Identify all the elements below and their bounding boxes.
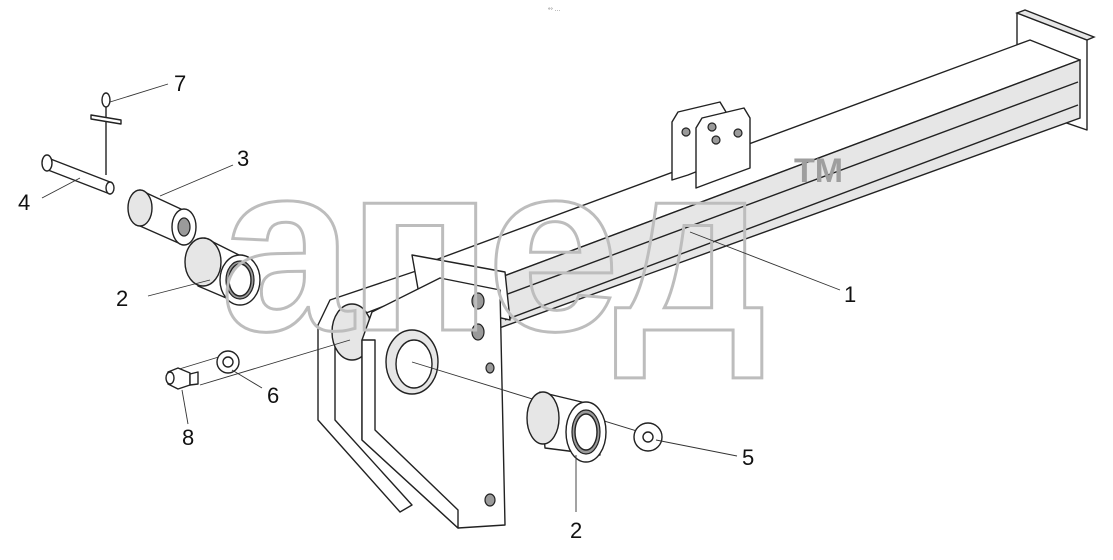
bushing-right: [526, 391, 607, 463]
callout-3: 3: [237, 146, 249, 171]
cotter-pin: [90, 92, 122, 175]
washer-small: [216, 350, 240, 374]
callout-2-bottom: 2: [570, 518, 582, 543]
callouts: 1 2 2 3 4 5 6 7 8: [18, 71, 856, 543]
callout-2-left: 2: [116, 286, 128, 311]
watermark-logo: апед TM: [219, 112, 844, 383]
callout-7: 7: [174, 71, 186, 96]
sleeve: [127, 189, 197, 246]
hinge-plate-assembly: [317, 254, 511, 529]
watermark-text: апед: [220, 113, 762, 381]
bushing-left: [184, 237, 261, 306]
washer-large: [633, 422, 663, 452]
callout-1: 1: [844, 282, 856, 307]
header-mark: °° ···: [548, 8, 560, 14]
trademark-mark: TM: [794, 152, 843, 190]
grease-fitting: [165, 367, 199, 390]
callout-5: 5: [742, 445, 754, 470]
pin: [41, 154, 115, 195]
callout-4: 4: [18, 190, 30, 215]
beam-tube: [429, 9, 1096, 336]
leader-lines: [41, 83, 841, 512]
callout-6: 6: [267, 383, 279, 408]
callout-8: 8: [182, 425, 194, 450]
